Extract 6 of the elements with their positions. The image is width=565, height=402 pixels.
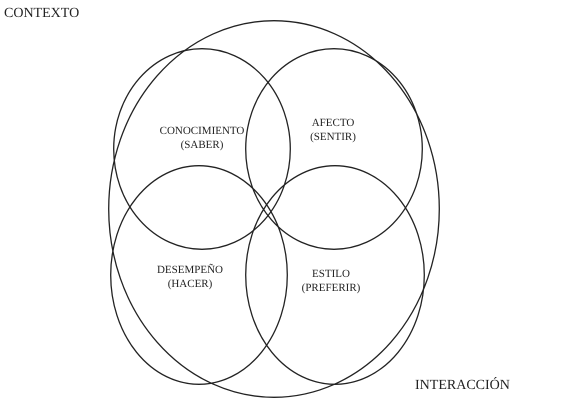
interaction-label: INTERACCIÓN xyxy=(415,378,510,394)
circle-label: DESEMPEÑO (HACER) xyxy=(156,263,224,291)
context-heading: CONTEXTO xyxy=(4,6,80,22)
circle-label: AFECTO (SENTIR) xyxy=(309,116,357,144)
circle-label: ESTILO (PREFERIR) xyxy=(300,267,362,295)
circle-label: CONOCIMIENTO (SABER) xyxy=(158,124,246,152)
